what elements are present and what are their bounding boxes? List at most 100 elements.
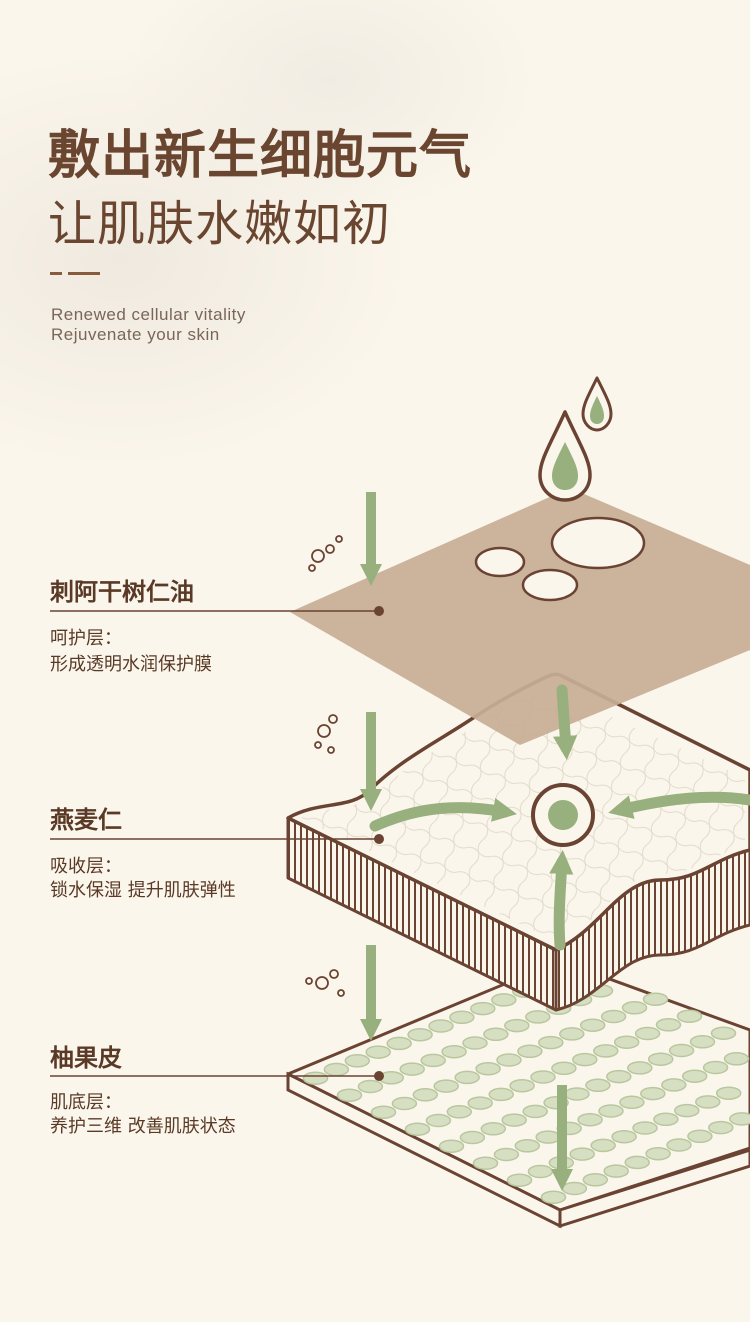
- mesh-dot: [491, 993, 517, 1007]
- mesh-dot: [462, 1036, 488, 1050]
- mesh-dot: [715, 1086, 742, 1100]
- mesh-dot: [634, 1026, 661, 1041]
- mesh-dot: [627, 1061, 653, 1075]
- mesh-dot: [708, 1120, 734, 1135]
- mesh-dot: [640, 1086, 666, 1101]
- divider-dash: [50, 272, 62, 275]
- mesh-dot: [501, 1113, 527, 1127]
- mesh-dot: [449, 1010, 475, 1025]
- mesh-dot: [404, 1122, 431, 1136]
- mesh-dot: [702, 1060, 729, 1075]
- mesh-dot: [723, 1052, 750, 1066]
- mesh-dot: [645, 1146, 671, 1161]
- mesh-dot: [483, 1027, 509, 1042]
- mesh-dot: [689, 1035, 716, 1049]
- leader-lines: [50, 606, 384, 1081]
- mesh-dot: [488, 1087, 514, 1102]
- mesh-dot: [470, 1001, 496, 1016]
- mesh-dot: [386, 1036, 412, 1051]
- mesh-dot: [425, 1113, 452, 1128]
- mesh-dot: [676, 1009, 703, 1023]
- mesh-dot: [472, 1156, 499, 1170]
- layer-2-type: 吸收层：: [50, 856, 122, 877]
- mesh-dot: [582, 1173, 609, 1187]
- mesh-dot: [446, 1105, 473, 1119]
- layer-1-desc: 形成透明水润保护膜: [50, 654, 212, 675]
- mesh-dot: [551, 1061, 577, 1076]
- layer-1-name: 刺阿干树仁油: [50, 578, 194, 606]
- mesh-dot: [509, 1078, 535, 1093]
- mesh-dot: [428, 1019, 454, 1033]
- mesh-dot: [391, 1096, 418, 1111]
- mesh-dot: [459, 1130, 486, 1145]
- flow-arrows: [359, 492, 574, 1192]
- mesh-dot: [619, 1095, 645, 1110]
- mesh-dot: [504, 1018, 530, 1033]
- mesh-dot: [593, 1044, 619, 1058]
- mesh-dot: [370, 1105, 397, 1119]
- mesh-dot: [661, 1078, 687, 1092]
- divider-line: [68, 272, 100, 275]
- middle-layer-slab: [286, 672, 750, 1012]
- mesh-dot: [655, 1018, 682, 1032]
- layer-3-type: 肌底层：: [50, 1092, 122, 1113]
- mesh-dot: [517, 1044, 543, 1059]
- mesh-dot: [344, 1054, 371, 1068]
- mesh-dot: [493, 1147, 520, 1162]
- mesh-dot: [467, 1096, 493, 1110]
- mesh-dot: [621, 1001, 648, 1015]
- mesh-dot: [365, 1045, 391, 1059]
- mesh-dot: [624, 1155, 650, 1170]
- mesh-dot: [480, 1122, 507, 1136]
- mesh-dots: [302, 967, 750, 1204]
- top-layer-membrane: [290, 488, 750, 761]
- water-droplet-icons: [538, 376, 613, 502]
- mesh-dot: [579, 1018, 606, 1032]
- mesh-dot: [611, 1129, 637, 1144]
- mesh-dot: [687, 1129, 713, 1144]
- mesh-dot: [438, 1139, 465, 1153]
- mesh-dot: [598, 1104, 624, 1118]
- layer-3-name: 柚果皮: [50, 1044, 122, 1072]
- mesh-dot: [538, 1035, 564, 1050]
- mesh-dot: [323, 1062, 350, 1077]
- mesh-dot: [559, 1027, 585, 1041]
- mesh-dot: [613, 1035, 640, 1049]
- mesh-dot: [506, 1173, 533, 1187]
- mesh-dot: [475, 1061, 501, 1076]
- mesh-dot: [527, 1164, 554, 1179]
- mesh-dot: [647, 1052, 674, 1066]
- mesh-dot: [653, 1112, 679, 1127]
- mesh-dot: [535, 1130, 561, 1144]
- mesh-dot: [496, 1053, 522, 1067]
- mesh-dot: [302, 1071, 329, 1085]
- mesh-dot: [357, 1079, 384, 1094]
- mesh-dot: [336, 1088, 363, 1102]
- mesh-dot: [522, 1104, 548, 1119]
- mesh-dot: [540, 1190, 567, 1204]
- mesh-dot: [433, 1079, 459, 1093]
- mesh-dot: [564, 1087, 590, 1101]
- mesh-dot: [642, 992, 669, 1006]
- mesh-dot: [514, 1139, 541, 1153]
- mesh-dot: [666, 1138, 692, 1152]
- mesh-dot: [420, 1053, 446, 1068]
- mesh-dot: [695, 1095, 721, 1109]
- headline-subtitle: 让肌肤水嫩如初: [48, 196, 392, 252]
- bubble-icons: [305, 535, 345, 997]
- mesh-dot: [729, 1112, 750, 1126]
- mesh-dot: [441, 1044, 467, 1059]
- mesh-dot: [572, 1052, 598, 1067]
- mesh-dot: [399, 1062, 425, 1076]
- english-tagline-2: Rejuvenate your skin: [51, 325, 220, 344]
- mesh-dot: [606, 1069, 632, 1084]
- mesh-dot: [412, 1088, 439, 1102]
- mesh-dot: [407, 1027, 433, 1042]
- headline-title: 敷出新生细胞元气: [48, 126, 473, 186]
- layer-3-desc: 养护三维 改善肌肤状态: [50, 1116, 236, 1137]
- mesh-dot: [668, 1043, 695, 1058]
- mesh-dot: [674, 1103, 700, 1118]
- base-layer-mesh: [286, 959, 750, 1229]
